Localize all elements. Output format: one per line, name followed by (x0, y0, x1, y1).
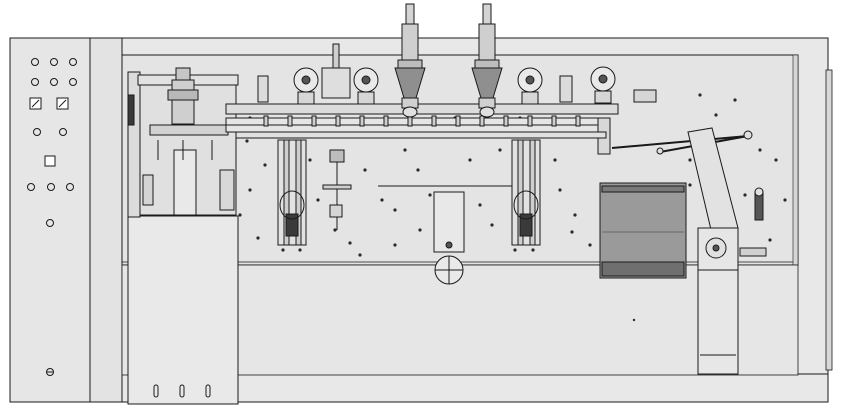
conveyor-rail (225, 103, 619, 155)
reel-1 (293, 67, 319, 105)
switch-icons (29, 97, 69, 167)
filling-nozzle-left (394, 3, 426, 118)
control-panel (9, 37, 123, 403)
knob-icons (27, 58, 77, 376)
reel-3 (517, 67, 543, 105)
sealing-jaw-right (511, 139, 541, 246)
sealing-jaw-left (277, 139, 307, 246)
left-cabinet (127, 215, 239, 405)
cutter-unit (378, 185, 512, 285)
motor-housing (599, 182, 687, 279)
center-sensor (322, 149, 352, 230)
reel-2 (353, 67, 379, 105)
left-sealing-assembly (127, 67, 239, 218)
tension-reels (257, 43, 657, 105)
reel-4 (590, 66, 616, 104)
lever-arm (611, 127, 767, 375)
filling-nozzle-right (471, 3, 503, 118)
